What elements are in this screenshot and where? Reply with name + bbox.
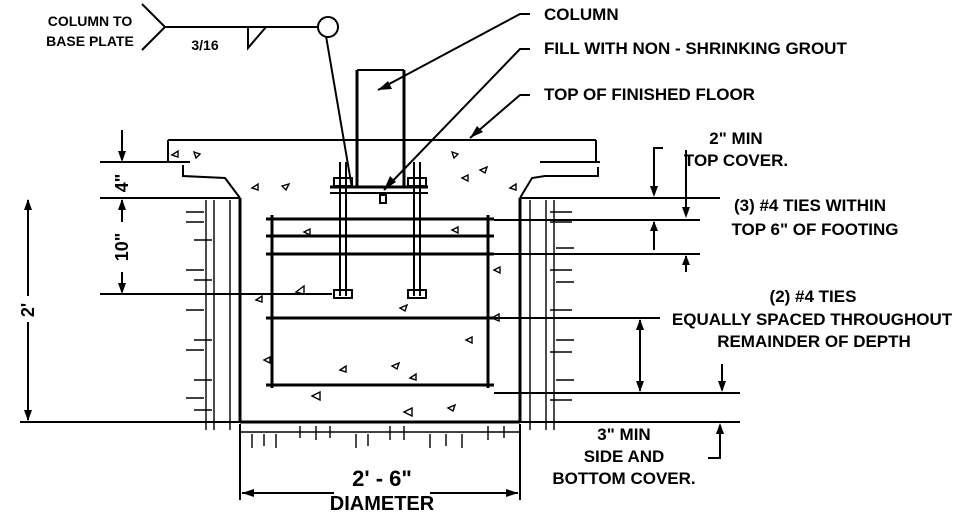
top-ties-dimension — [494, 219, 700, 272]
side-cover-dimension — [708, 423, 724, 459]
top-ties-line2: TOP 6" OF FOOTING — [731, 220, 898, 239]
column-leader — [377, 13, 530, 91]
anchor-bolts — [333, 162, 427, 299]
weld-size: 3/16 — [191, 37, 218, 53]
diameter-label: DIAMETER — [330, 493, 435, 515]
other-ties-line2: EQUALLY SPACED THROUGHOUT — [672, 310, 953, 329]
concrete-pier — [20, 198, 740, 424]
weld-callout-line1: COLUMN TO — [48, 13, 133, 29]
weld-callout-line2: BASE PLATE — [46, 33, 134, 49]
top-cover-line1: 2" MIN — [709, 129, 762, 148]
soil-hatch-left — [186, 200, 231, 430]
soil-hatch-bottom — [240, 426, 520, 448]
other-ties-line3: REMAINDER OF DEPTH — [717, 332, 911, 351]
top-cover-line2: TOP COVER. — [684, 151, 788, 170]
side-cover-line2: SIDE AND — [584, 447, 665, 466]
diameter-dimension — [239, 424, 521, 502]
grout-leader — [383, 48, 530, 191]
column-label: COLUMN — [544, 5, 619, 24]
side-cover-line3: BOTTOM COVER. — [552, 469, 695, 488]
top-ties-line1: (3) #4 TIES WITHIN — [734, 196, 886, 215]
depth-dimension-label: 2' — [18, 303, 38, 317]
steel-column — [355, 69, 406, 186]
side-cover-line1: 3" MIN — [597, 425, 650, 444]
rebar-cage — [266, 215, 494, 388]
diameter-value: 2' - 6" — [352, 466, 412, 491]
embed-dimension-label: 10" — [112, 233, 132, 262]
floor-leader — [469, 94, 530, 139]
slab-dimension — [100, 130, 170, 163]
slab-dimension-label: 4" — [112, 174, 132, 193]
concrete-aggregate — [170, 149, 517, 418]
other-ties-line1: (2) #4 TIES — [770, 287, 857, 306]
floor-slab — [100, 139, 720, 199]
weld-symbol — [141, 3, 353, 189]
depth-dimension — [14, 199, 42, 421]
soil-hatch-right — [529, 200, 574, 430]
grout-label: FILL WITH NON - SHRINKING GROUT — [544, 39, 847, 58]
floor-label: TOP OF FINISHED FLOOR — [544, 85, 755, 104]
top-cover-dimension — [650, 147, 690, 218]
other-ties-dimension — [494, 317, 740, 394]
embed-dimension — [100, 199, 332, 295]
